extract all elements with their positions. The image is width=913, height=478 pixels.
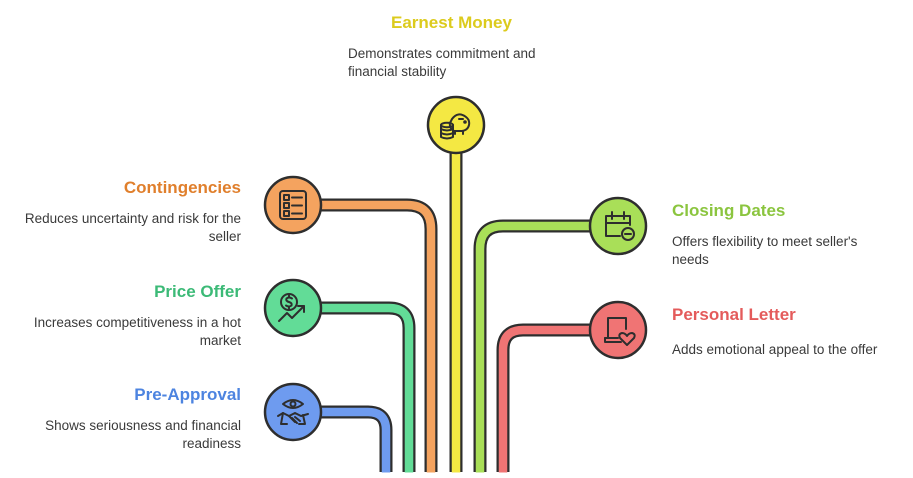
title-pre-approval: Pre-Approval — [134, 385, 241, 404]
desc-price-offer: Increases competitiveness in a hot marke… — [33, 315, 241, 348]
node-closing-dates — [588, 196, 648, 256]
node-personal-letter — [588, 300, 648, 360]
desc-earnest-money: Demonstrates commitment and financial st… — [348, 46, 536, 79]
checklist-icon — [279, 190, 307, 220]
desc-pre-approval: Shows seriousness and financial readines… — [45, 418, 241, 451]
title-contingencies: Contingencies — [123, 178, 241, 197]
title-earnest-money: Earnest Money — [391, 13, 512, 32]
piggy-bank-coins-icon — [440, 113, 471, 140]
title-closing-dates: Closing Dates — [672, 201, 786, 220]
desc-personal-letter: Adds emotional appeal to the offer — [672, 342, 878, 357]
pipe-fill-preapproval — [293, 407, 391, 473]
dollar-trend-icon — [278, 293, 305, 322]
desc-contingencies: Reduces uncertainty and risk for the sel… — [24, 211, 241, 244]
node-earnest-money — [426, 95, 486, 155]
title-price-offer: Price Offer — [154, 282, 241, 301]
pipe-fill-contingencies — [293, 200, 436, 473]
letter-heart-icon — [604, 317, 636, 346]
pipe-fill-letter — [498, 325, 618, 473]
handshake-eye-icon — [277, 399, 309, 425]
node-pre-approval — [263, 382, 323, 442]
title-personal-letter: Personal Letter — [672, 305, 796, 324]
pipe-fill-closing — [475, 221, 618, 473]
calendar-minus-icon — [605, 211, 635, 241]
pipe-fill-price — [293, 303, 414, 473]
desc-closing-dates: Offers flexibility to meet seller's need… — [672, 234, 858, 267]
